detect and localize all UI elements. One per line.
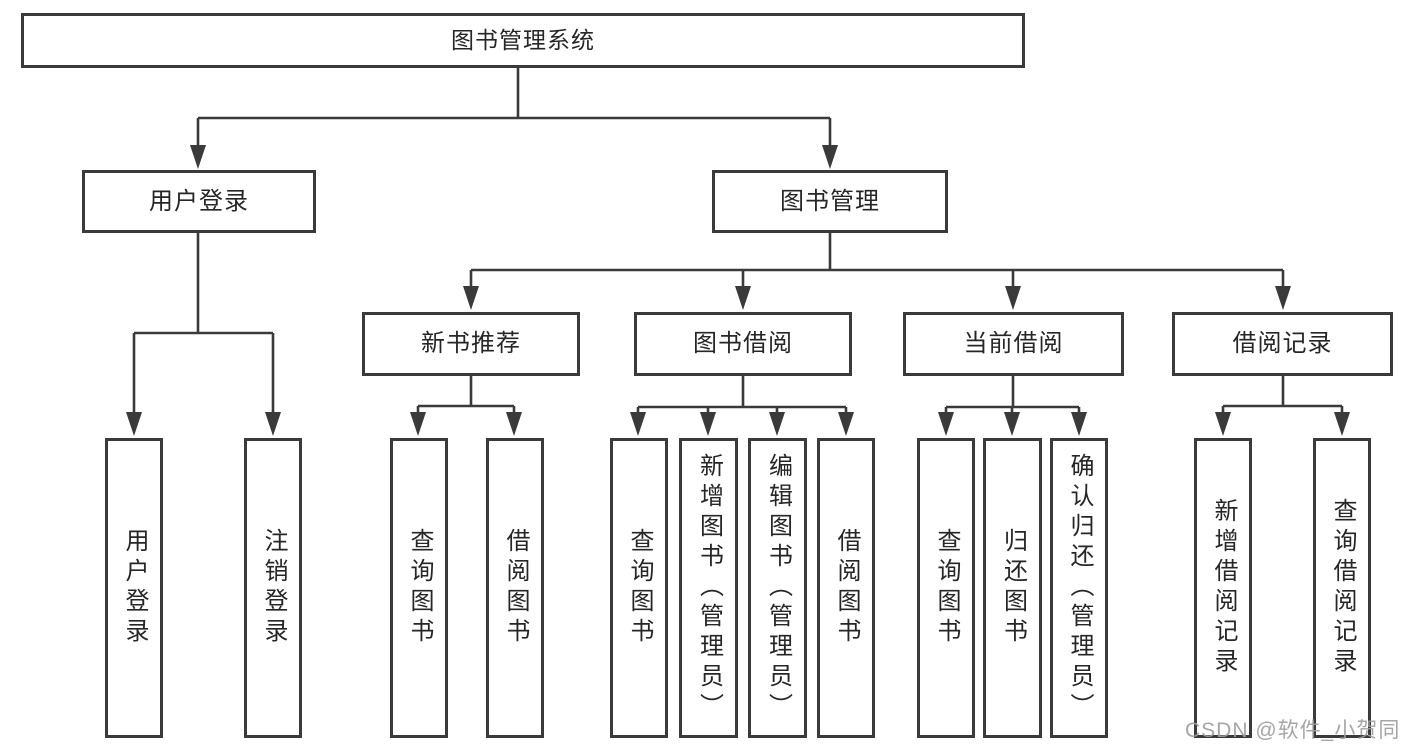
node-borrow-books-1: 借阅图书 <box>486 438 544 738</box>
arrowhead-g3a <box>938 412 954 436</box>
node-new-book-recommend: 新书推荐 <box>362 312 580 376</box>
arrowhead-book-borrowing <box>735 286 751 310</box>
arrowhead-logout <box>265 412 281 436</box>
node-edit-books-admin: 编辑图书（管理员） <box>748 438 807 738</box>
arrowheads <box>126 145 1350 436</box>
arrowhead-book-management <box>822 145 838 169</box>
node-add-borrow-record: 新增借阅记录 <box>1194 438 1252 738</box>
arrowhead-g1a <box>410 412 426 436</box>
node-return-books: 归还图书 <box>983 438 1042 738</box>
node-borrow-records: 借阅记录 <box>1172 312 1393 376</box>
arrowhead-g3c <box>1071 412 1087 436</box>
node-book-management: 图书管理 <box>712 170 948 233</box>
arrowhead-g1b <box>506 412 522 436</box>
arrowhead-g4a <box>1215 412 1231 436</box>
node-user-login: 用户登录 <box>82 170 316 233</box>
arrowhead-new-book <box>463 286 479 310</box>
node-add-books-admin: 新增图书（管理员） <box>679 438 738 738</box>
arrowhead-g3b <box>1004 412 1020 436</box>
node-login: 用户登录 <box>105 438 163 738</box>
node-current-borrowing: 当前借阅 <box>903 312 1124 376</box>
node-book-borrowing: 图书借阅 <box>634 312 852 376</box>
arrowhead-g2c <box>769 412 785 436</box>
arrowhead-g4b <box>1334 412 1350 436</box>
node-borrow-books-2: 借阅图书 <box>817 438 875 738</box>
node-query-books-3: 查询图书 <box>917 438 975 738</box>
arrowhead-borrow-records <box>1275 286 1291 310</box>
node-query-borrow-record: 查询借阅记录 <box>1313 438 1371 738</box>
arrowhead-user-login <box>190 145 206 169</box>
arrowhead-login <box>126 412 142 436</box>
node-root: 图书管理系统 <box>21 13 1025 68</box>
node-query-books-1: 查询图书 <box>390 438 448 738</box>
csdn-watermark: CSDN @软件_小贺同学 <box>1185 719 1401 742</box>
arrowhead-g2a <box>630 412 646 436</box>
node-logout: 注销登录 <box>244 438 302 738</box>
arrowhead-g2d <box>838 412 854 436</box>
node-query-books-2: 查询图书 <box>610 438 668 738</box>
arrowhead-g2b <box>700 412 716 436</box>
arrowhead-current-borrowing <box>1005 286 1021 310</box>
node-confirm-return-admin: 确认归还（管理员） <box>1050 438 1108 738</box>
